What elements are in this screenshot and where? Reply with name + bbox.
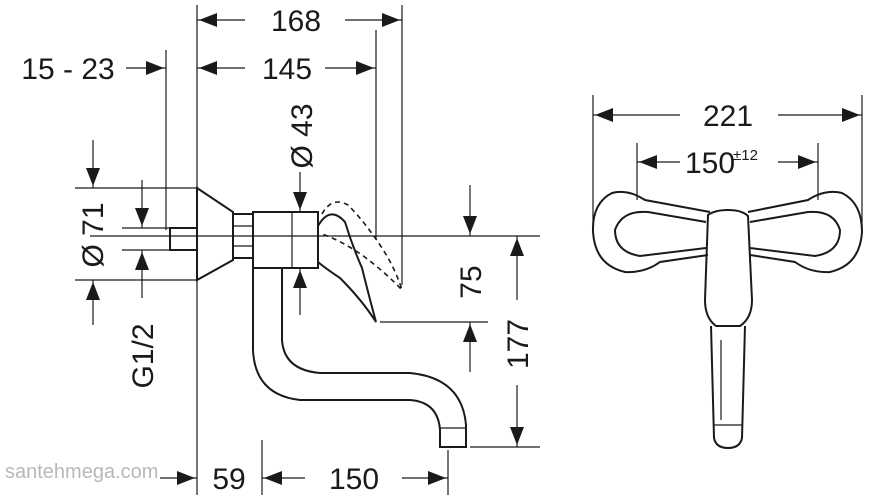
lever-handle (317, 213, 377, 323)
dim-diameter-71: Ø 71 (77, 202, 110, 267)
lever-open-position (321, 201, 403, 291)
front-view: 221 150 ±12 (591, 95, 864, 450)
dim-150-tolerance: ±12 (733, 147, 758, 164)
dim-145: 145 (262, 53, 312, 86)
dim-150-spout-reach: 150 (329, 463, 379, 496)
side-view: 168 145 15 - 23 Ø 43 Ø 71 G1/2 (21, 5, 540, 496)
right-rosette (747, 190, 864, 274)
front-body (703, 208, 754, 327)
inlet-stub (169, 227, 198, 251)
front-lever (710, 325, 746, 450)
wall-rosette (196, 186, 234, 282)
dim-59: 59 (212, 463, 245, 496)
dim-diameter-43: Ø 43 (286, 103, 319, 168)
dim-75: 75 (455, 265, 488, 298)
spout (252, 268, 467, 448)
dim-150-center-distance: 150 (685, 147, 735, 180)
watermark: santehmega.com (5, 461, 158, 483)
dim-221: 221 (703, 100, 753, 133)
mixer-body (252, 211, 319, 269)
dim-15-23: 15 - 23 (21, 53, 114, 86)
dim-thread-g1-2: G1/2 (127, 323, 160, 388)
dim-168: 168 (271, 5, 321, 38)
left-rosette (591, 190, 711, 274)
dim-177: 177 (502, 319, 535, 369)
